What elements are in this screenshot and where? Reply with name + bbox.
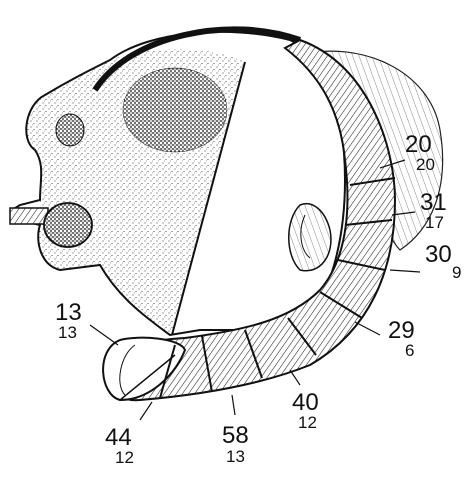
label-g-lower: 12 <box>115 448 134 467</box>
label-a-upper: 20 <box>405 131 432 158</box>
dense-nucleus-upper <box>123 68 227 152</box>
small-bundle <box>56 114 84 146</box>
label-e-lower: 12 <box>298 413 317 432</box>
label-f: 58 13 <box>222 395 249 466</box>
label-c-upper: 30 <box>425 241 452 268</box>
nerve-root <box>10 203 92 247</box>
label-d-lower: 6 <box>405 341 414 360</box>
label-d: 29 6 <box>355 317 415 360</box>
label-f-lower: 13 <box>226 447 245 466</box>
label-b-lower: 17 <box>425 213 444 232</box>
label-e: 40 12 <box>290 370 319 432</box>
label-h: 13 13 <box>55 299 118 345</box>
label-f-upper: 58 <box>222 422 249 449</box>
label-h-upper: 13 <box>55 299 82 326</box>
label-b-upper: 31 <box>420 189 447 216</box>
label-e-upper: 40 <box>292 389 319 416</box>
label-d-upper: 29 <box>388 317 415 344</box>
label-g-upper: 44 <box>105 424 132 451</box>
label-c-lower: 9 <box>452 263 461 282</box>
label-g: 44 12 <box>105 402 152 467</box>
label-a-lower: 20 <box>416 155 435 174</box>
label-h-lower: 13 <box>58 323 77 342</box>
